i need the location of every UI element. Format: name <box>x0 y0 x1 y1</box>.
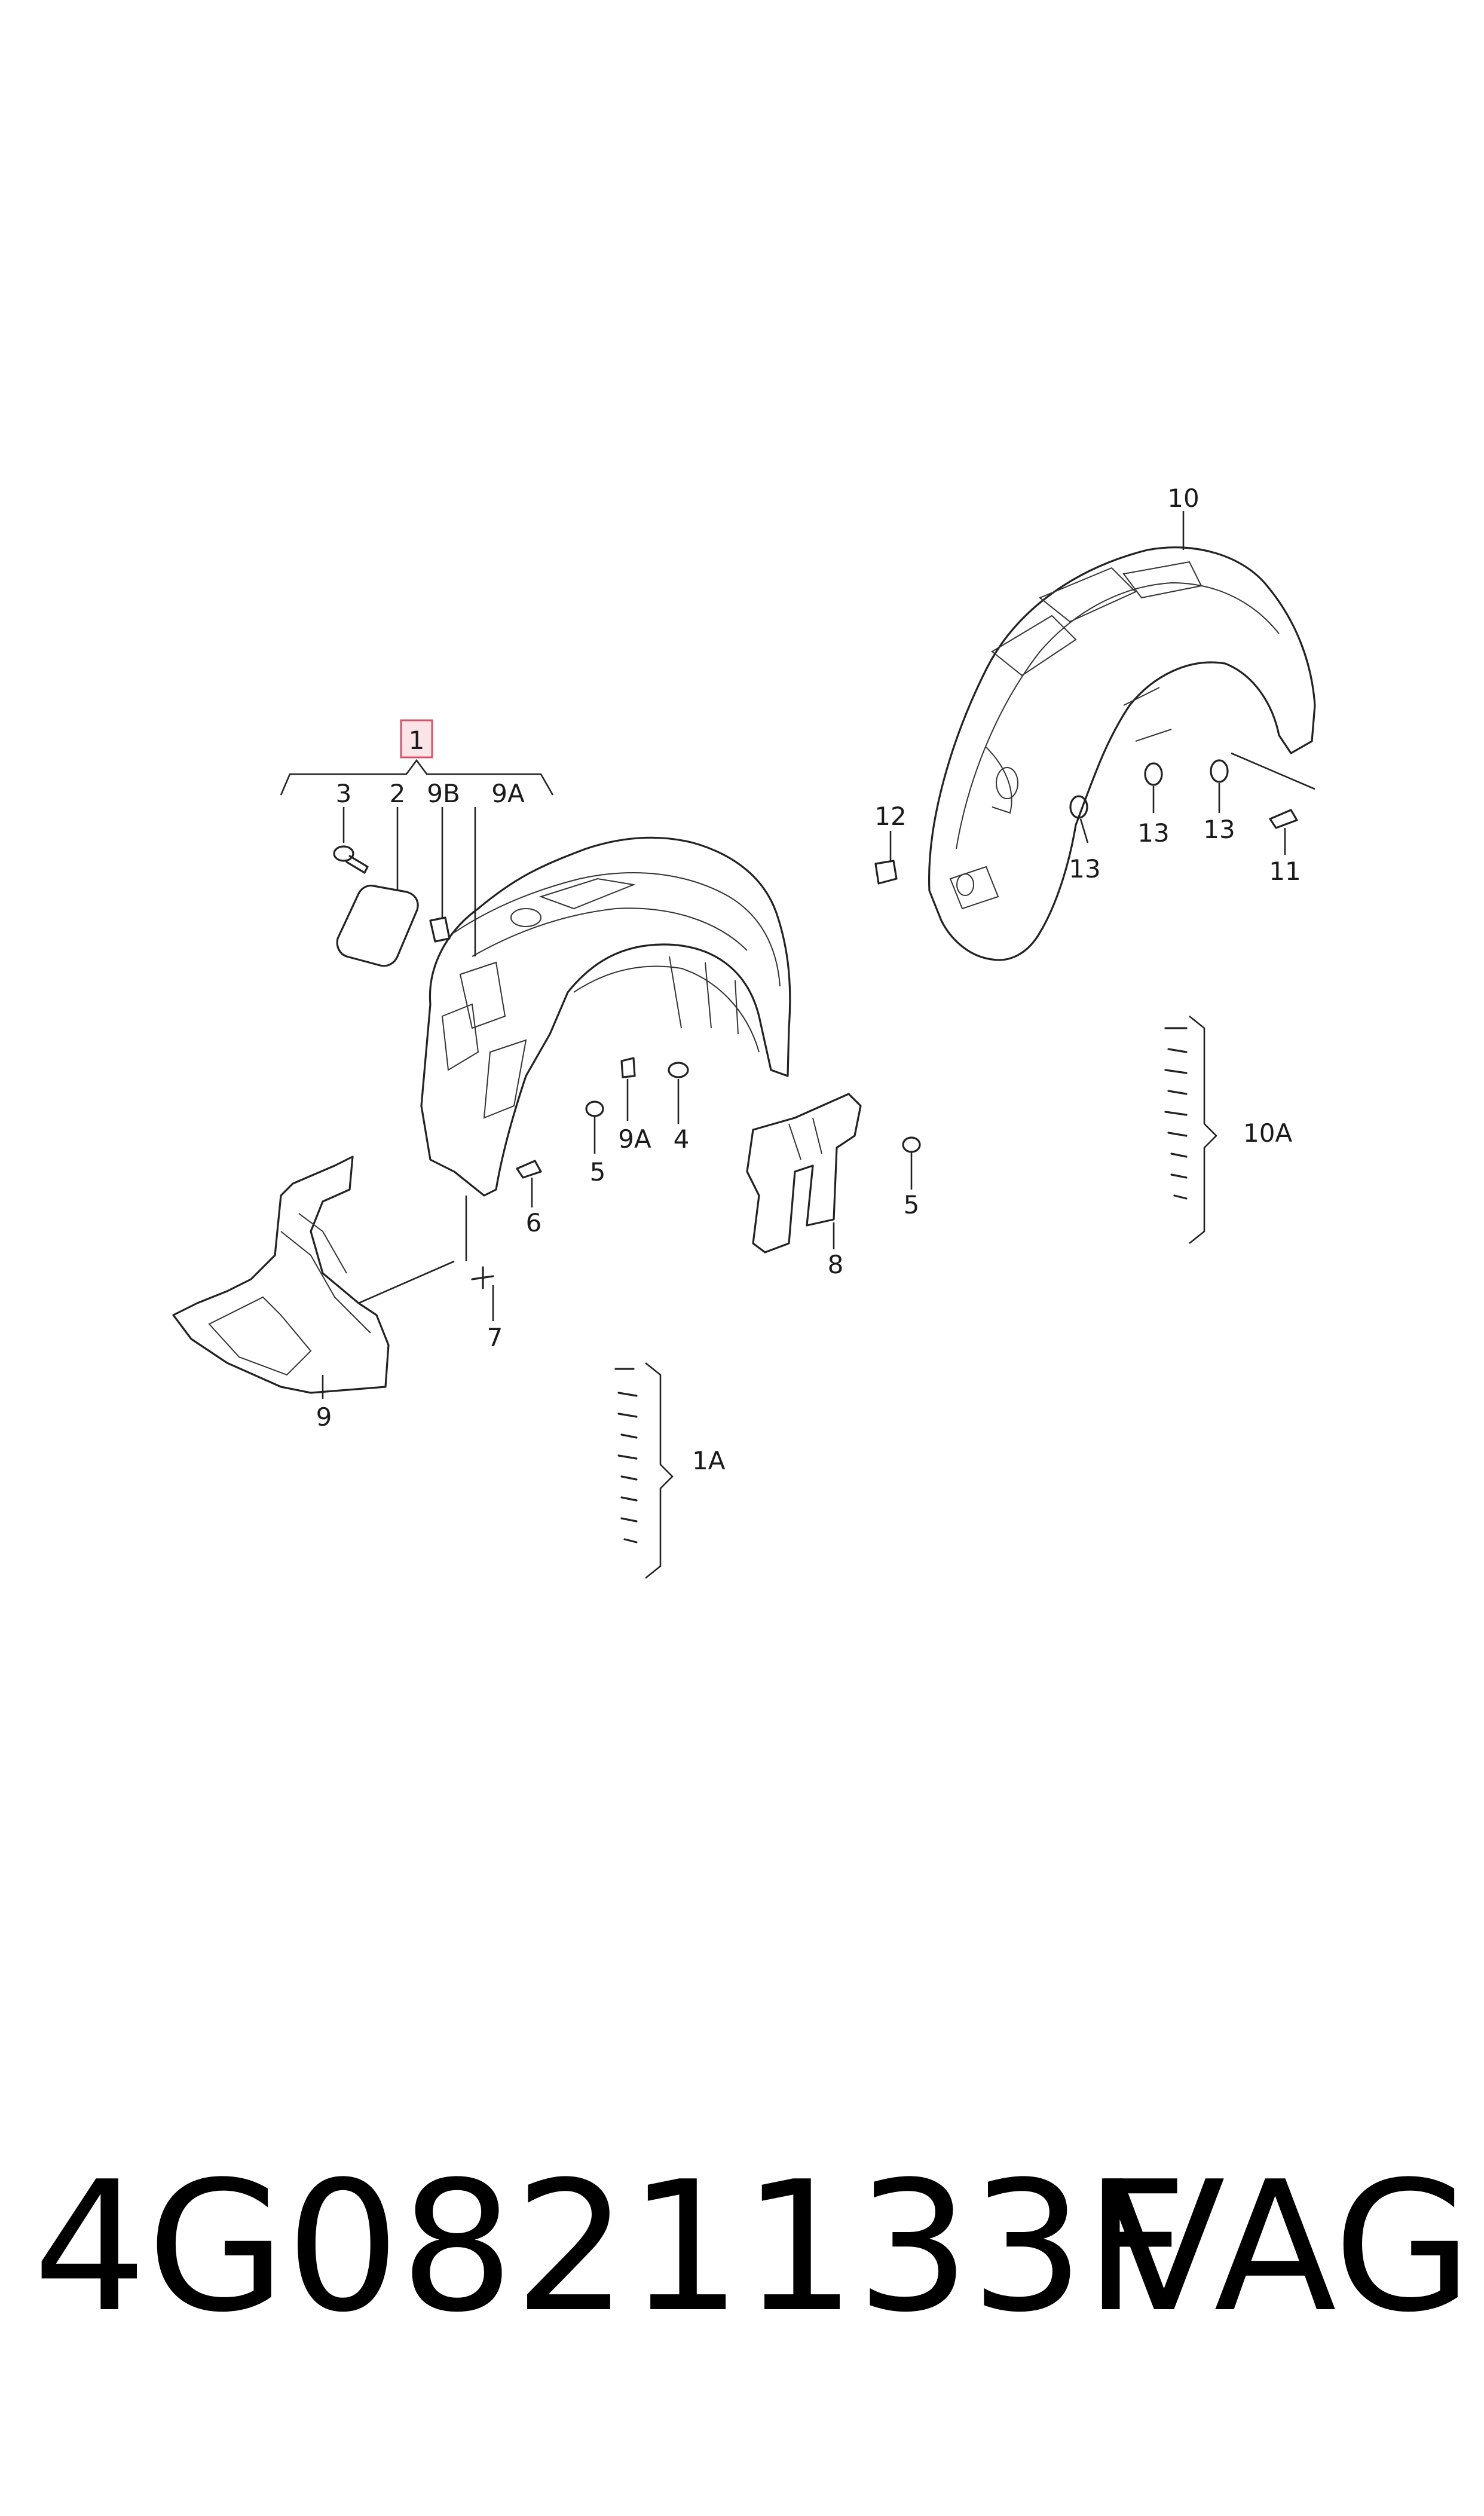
fastener-kit-1a <box>614 1362 674 1579</box>
screw-11 <box>1269 809 1298 829</box>
callout-6: 6 <box>526 1208 542 1237</box>
callout-labels: 1 3 2 9B 9A 9A 4 5 5 6 7 8 9 10 12 13 13… <box>316 484 1301 1475</box>
part-number: 4G0821133F <box>33 2143 1188 2352</box>
lower-liner-9 <box>172 1155 390 1394</box>
callout-9b: 9B <box>427 779 460 808</box>
clip-13-left <box>1069 795 1088 819</box>
footer: 4G0821133F VAG <box>33 2140 1472 2355</box>
nut-5-right <box>902 1136 921 1153</box>
callout-1a: 1A <box>692 1446 726 1475</box>
fastener-4 <box>668 1062 689 1078</box>
fastener-kit-10a <box>1164 1015 1217 1245</box>
callout-5-left: 5 <box>590 1157 606 1187</box>
callout-1: 1 <box>409 726 425 755</box>
rivet-7 <box>471 1266 494 1289</box>
callout-9: 9 <box>316 1402 332 1432</box>
clip-9a <box>620 1057 636 1078</box>
callout-8: 8 <box>828 1250 844 1279</box>
callout-10: 10 <box>1167 484 1199 513</box>
callout-7: 7 <box>487 1323 503 1352</box>
callout-13-mid: 13 <box>1137 818 1169 848</box>
callout-4: 4 <box>674 1124 690 1154</box>
callout-13-left: 13 <box>1069 854 1100 883</box>
screw-3 <box>333 845 369 874</box>
callout-9a-top: 9A <box>491 779 525 808</box>
cover-plate-2 <box>336 884 419 967</box>
callout-9a-mid: 9A <box>618 1124 651 1154</box>
callout-11: 11 <box>1269 857 1301 886</box>
callout-2: 2 <box>390 779 406 808</box>
clip-13-mid <box>1144 762 1163 786</box>
clip-9b <box>429 916 451 943</box>
callout-3: 3 <box>336 779 352 808</box>
wheel-arch-liner-right <box>928 546 1316 961</box>
bracket-8 <box>746 1093 862 1254</box>
callout-12: 12 <box>874 802 906 831</box>
brand-name: VAG <box>1103 2143 1473 2352</box>
screw-6 <box>516 1160 542 1179</box>
wheel-arch-liner-left <box>420 836 791 1197</box>
callout-13-right: 13 <box>1203 815 1235 844</box>
clip-13-right <box>1210 759 1229 783</box>
leader-lines <box>322 511 1315 1399</box>
group-bracket-1 <box>280 719 554 796</box>
clip-12 <box>874 860 898 885</box>
callout-5-right: 5 <box>904 1190 920 1219</box>
nut-5-left <box>585 1100 604 1117</box>
callout-10a: 10A <box>1243 1118 1292 1148</box>
